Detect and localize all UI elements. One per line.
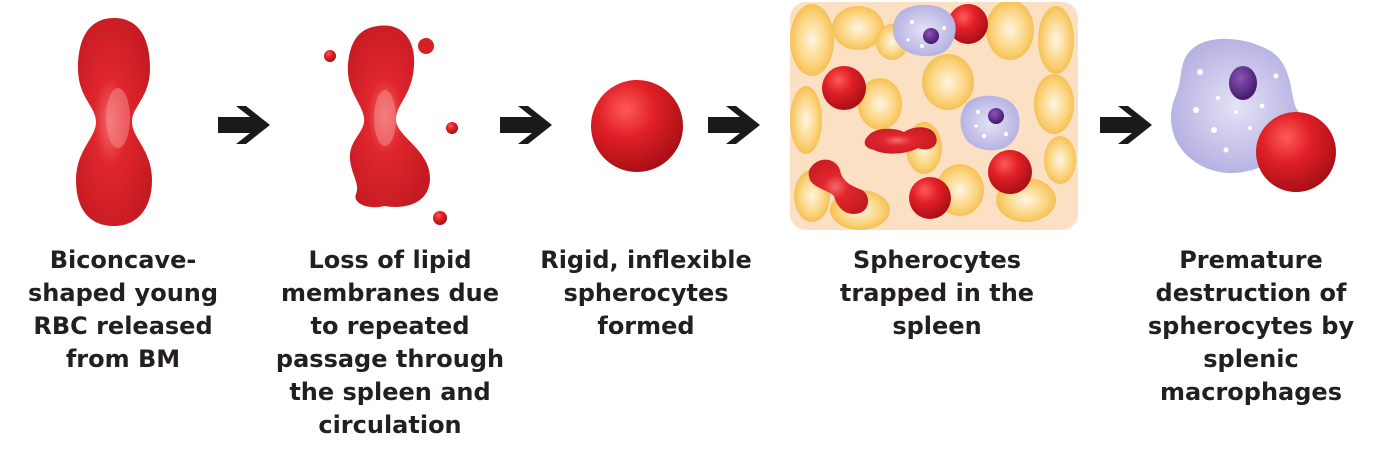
caption-line: Rigid, inflexible	[540, 246, 752, 274]
caption-line: Premature	[1179, 246, 1323, 274]
macrophage-engulfing	[1171, 38, 1336, 192]
arrow-icon	[1100, 106, 1152, 144]
caption-line: RBC released	[33, 312, 213, 340]
macrophage-small	[960, 95, 1020, 151]
caption-line: Loss of lipid	[308, 246, 472, 274]
step-4-caption: Spherocytes trapped in the spleen	[828, 244, 1046, 343]
arrow-icon	[218, 106, 270, 144]
caption-line: circulation	[318, 411, 462, 439]
caption-line: the spleen and	[289, 378, 491, 406]
caption-line: formed	[597, 312, 695, 340]
caption-line: spleen	[892, 312, 982, 340]
caption-line: trapped in the	[839, 279, 1035, 307]
biconcave-rbc	[76, 18, 152, 226]
caption-line: destruction of	[1155, 279, 1347, 307]
arrow-icon	[500, 106, 552, 144]
caption-line: spherocytes	[563, 279, 729, 307]
caption-line: Biconcave-	[49, 246, 197, 274]
step-3-caption: Rigid, inflexible spherocytes formed	[532, 244, 760, 343]
caption-line: shaped young	[28, 279, 219, 307]
spleen-tissue	[790, 2, 1078, 230]
caption-line: to repeated	[310, 312, 470, 340]
spherocyte	[591, 80, 683, 172]
caption-line: Spherocytes	[852, 246, 1022, 274]
caption-line: splenic	[1203, 345, 1299, 373]
macrophage-small	[892, 4, 956, 57]
caption-line: membranes due	[280, 279, 500, 307]
step-2-caption: Loss of lipid membranes due to repeated …	[270, 244, 510, 442]
caption-line: passage through	[275, 345, 505, 373]
caption-line: from BM	[65, 345, 181, 373]
caption-line: spherocytes by	[1147, 312, 1355, 340]
diagram-artwork	[76, 2, 1336, 230]
step-5-caption: Premature destruction of spherocytes by …	[1128, 244, 1374, 409]
arrow-icon	[708, 106, 760, 144]
caption-line: macrophages	[1160, 378, 1342, 406]
membrane-loss-rbc	[324, 25, 458, 225]
step-1-caption: Biconcave- shaped young RBC released fro…	[28, 244, 218, 376]
